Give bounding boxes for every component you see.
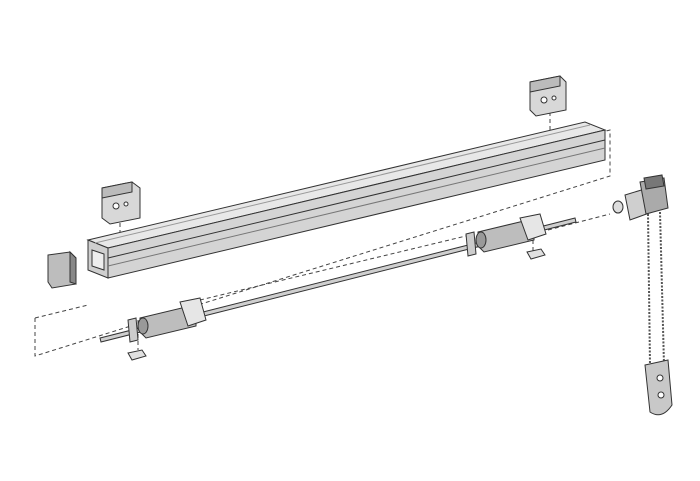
- end-cap: [47, 250, 77, 289]
- winder-right: [465, 213, 547, 260]
- drive-rod: [99, 217, 577, 343]
- chain-control-unit: [612, 174, 669, 221]
- mounting-bracket-right: [529, 75, 567, 117]
- winder-left: [127, 297, 207, 361]
- mounting-bracket-left: [101, 181, 141, 225]
- chain-weight: [644, 359, 673, 416]
- operating-chain: [647, 211, 665, 366]
- headrail: [86, 121, 607, 279]
